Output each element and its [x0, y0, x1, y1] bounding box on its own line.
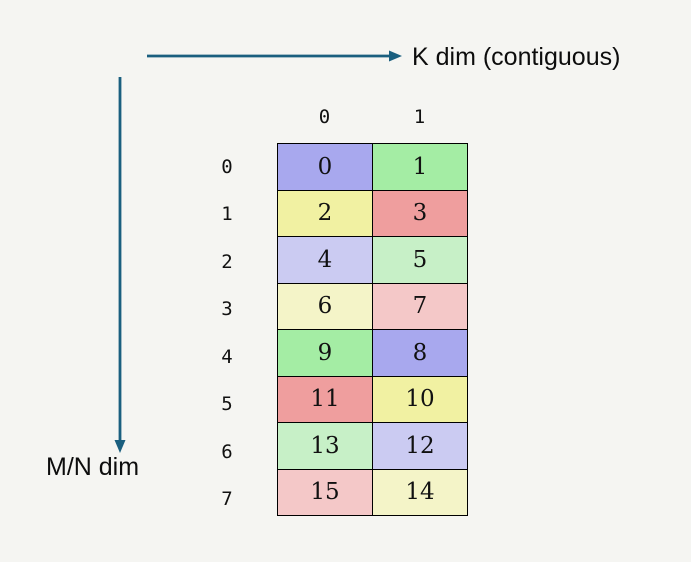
- table-row: 9 8: [277, 329, 468, 377]
- row-header: 5: [221, 393, 233, 416]
- row-header: 7: [221, 488, 233, 511]
- grid-cell: 1: [372, 143, 468, 191]
- k-dim-arrow-icon: [147, 50, 402, 62]
- table-row: 15 14: [277, 468, 468, 516]
- row-header: 2: [221, 250, 233, 273]
- row-headers: 0 1 2 3 4 5 6 7: [204, 143, 250, 523]
- grid-cell: 14: [372, 468, 468, 516]
- column-header: 1: [413, 106, 426, 128]
- grid-cell: 9: [277, 329, 373, 377]
- grid-cell: 3: [372, 189, 468, 237]
- column-headers: 0 1: [277, 106, 467, 128]
- grid-cell: 12: [372, 422, 468, 470]
- mn-dim-axis-label: M/N dim: [46, 453, 140, 481]
- swizzle-grid-table: 0 1 2 3 4 5 6 7 9 8 11 10: [277, 143, 468, 516]
- grid-cell: 2: [277, 189, 373, 237]
- row-header: 1: [221, 203, 233, 226]
- grid-cell: 13: [277, 422, 373, 470]
- row-header: 0: [221, 155, 233, 178]
- grid-cell: 15: [277, 468, 373, 516]
- grid-cell: 6: [277, 282, 373, 330]
- table-row: 2 3: [277, 189, 468, 237]
- k-dim-axis-label: K dim (contiguous): [412, 43, 621, 71]
- mn-dim-arrow-icon: [114, 77, 126, 453]
- grid-cell: 7: [372, 282, 468, 330]
- grid-cell: 5: [372, 236, 468, 284]
- grid-cell: 4: [277, 236, 373, 284]
- grid-cell: 10: [372, 375, 468, 423]
- table-row: 6 7: [277, 282, 468, 330]
- column-header: 0: [318, 106, 331, 128]
- table-row: 0 1: [277, 143, 468, 191]
- row-header: 4: [221, 345, 233, 368]
- grid-cell: 0: [277, 143, 373, 191]
- row-header: 6: [221, 440, 233, 463]
- grid-cell: 11: [277, 375, 373, 423]
- row-header: 3: [221, 298, 233, 321]
- table-row: 4 5: [277, 236, 468, 284]
- grid-cell: 8: [372, 329, 468, 377]
- table-row: 13 12: [277, 422, 468, 470]
- table-row: 11 10: [277, 375, 468, 423]
